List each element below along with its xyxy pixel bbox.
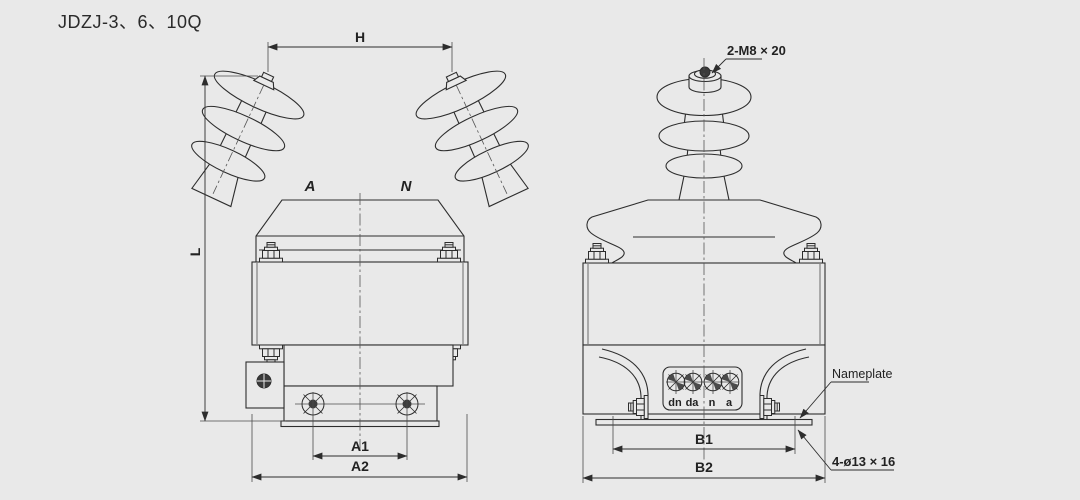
front-view: dn da n a <box>582 58 826 462</box>
bushing-n <box>406 53 554 219</box>
dim-label-h: H <box>355 29 365 45</box>
dim-label-a1: A1 <box>351 438 369 454</box>
dim-label-l: L <box>187 247 203 256</box>
terminal-label-da: da <box>686 397 700 409</box>
support-strap <box>759 348 807 420</box>
base-box <box>283 344 454 387</box>
drawing-title: JDZJ-3、6、10Q <box>58 12 203 32</box>
terminal-label-a: a <box>726 397 733 409</box>
terminal-label-dn: dn <box>668 397 682 409</box>
bushing-a-label: A <box>304 178 316 195</box>
dimensions: H L A1 A2 B1 B2 <box>187 29 895 483</box>
nameplate-leader <box>799 381 832 419</box>
terminal-stud <box>699 66 711 78</box>
bushing-a <box>166 53 314 219</box>
dim-label-a2: A2 <box>351 458 369 474</box>
stud-note: 2-M8 × 20 <box>727 43 786 58</box>
terminal-label-n: n <box>709 397 716 409</box>
dim-label-b1: B1 <box>695 431 713 447</box>
mount-holes-note: 4-ø13 × 16 <box>832 454 895 469</box>
side-view: A N <box>166 53 554 452</box>
mount-holes-leader <box>797 429 832 471</box>
support-strap <box>601 348 649 420</box>
nameplate-note: Nameplate <box>832 367 892 381</box>
dim-label-b2: B2 <box>695 459 713 475</box>
base-face <box>283 385 438 422</box>
clamp-bolt <box>799 243 823 264</box>
stud-leader <box>711 58 727 74</box>
bushing-n-label: N <box>401 178 413 195</box>
clamp-bolt <box>585 243 609 264</box>
